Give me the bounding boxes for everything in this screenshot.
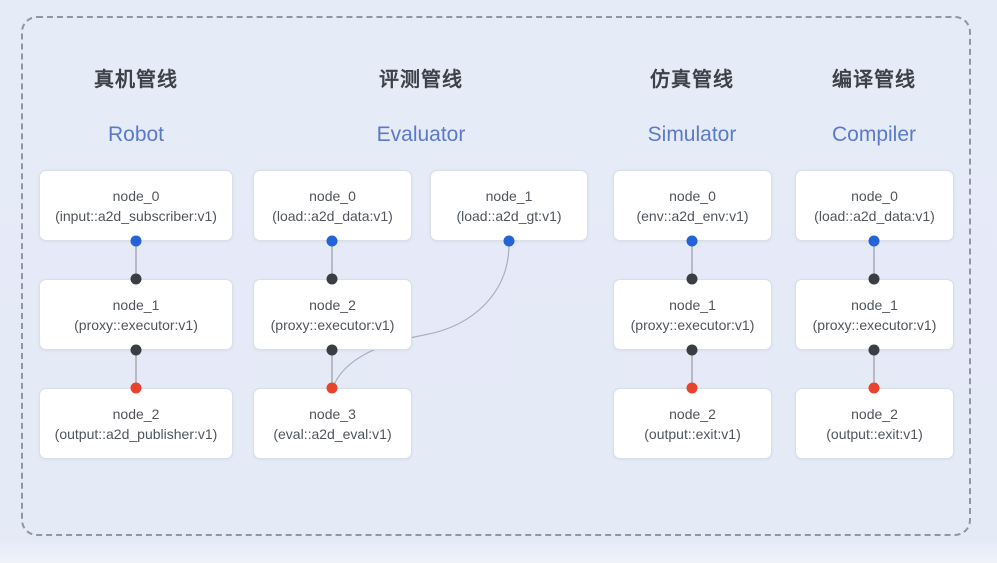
node-compiler-0: node_0 (load::a2d_data:v1)	[795, 170, 954, 241]
node-type: (eval::a2d_eval:v1)	[273, 425, 392, 442]
pipeline-title-zh-robot: 真机管线	[94, 69, 178, 91]
port-dot-blue	[326, 235, 338, 247]
pipeline-title-en-evaluator: Evaluator	[376, 123, 466, 146]
node-label: node_1	[851, 296, 898, 313]
node-label: node_0	[669, 187, 716, 204]
node-label: node_2	[309, 296, 356, 313]
node-robot-2: node_2 (output::a2d_publisher:v1)	[39, 388, 233, 459]
port-dot-red	[686, 382, 698, 394]
port-dot-blue	[868, 235, 880, 247]
node-simulator-2: node_2 (output::exit:v1)	[613, 388, 772, 459]
node-type: (env::a2d_env:v1)	[636, 207, 749, 224]
port-dot-dark	[686, 273, 698, 285]
node-evaluator-1: node_1 (load::a2d_gt:v1)	[430, 170, 588, 241]
node-compiler-2: node_2 (output::exit:v1)	[795, 388, 954, 459]
port-dot-dark	[326, 344, 338, 356]
port-dot-red	[130, 382, 142, 394]
pipeline-title-en-robot: Robot	[107, 123, 165, 146]
port-dot-dark	[686, 344, 698, 356]
node-label: node_1	[485, 187, 533, 204]
node-label: node_2	[112, 405, 160, 422]
port-dot-dark	[130, 344, 142, 356]
node-type: (proxy::executor:v1)	[630, 316, 755, 333]
node-type: (output::exit:v1)	[826, 425, 923, 442]
node-label: node_1	[112, 296, 160, 313]
node-type: (load::a2d_data:v1)	[272, 207, 393, 224]
pipeline-title-zh-evaluator: 评测管线	[379, 69, 463, 91]
port-dot-dark	[868, 344, 880, 356]
port-dot-dark	[868, 273, 880, 285]
node-simulator-0: node_0 (env::a2d_env:v1)	[613, 170, 772, 241]
node-type: (proxy::executor:v1)	[270, 316, 395, 333]
pipeline-title-en-simulator: Simulator	[647, 123, 737, 146]
node-robot-1: node_1 (proxy::executor:v1)	[39, 279, 233, 350]
port-dot-dark	[326, 273, 338, 285]
dashed-frame	[21, 16, 971, 536]
node-type: (load::a2d_gt:v1)	[456, 207, 562, 224]
node-label: node_0	[851, 187, 898, 204]
node-evaluator-3: node_3 (eval::a2d_eval:v1)	[253, 388, 412, 459]
node-label: node_0	[309, 187, 356, 204]
port-dot-red	[868, 382, 880, 394]
node-label: node_2	[669, 405, 716, 422]
node-label: node_1	[669, 296, 716, 313]
node-type: (output::exit:v1)	[644, 425, 741, 442]
node-type: (load::a2d_data:v1)	[814, 207, 935, 224]
node-evaluator-2: node_2 (proxy::executor:v1)	[253, 279, 412, 350]
port-dot-blue	[686, 235, 698, 247]
node-type: (output::a2d_publisher:v1)	[54, 425, 218, 442]
pipeline-title-zh-compiler: 编译管线	[832, 69, 916, 91]
node-label: node_3	[309, 405, 356, 422]
port-dot-blue	[503, 235, 515, 247]
node-label: node_0	[112, 187, 160, 204]
node-type: (input::a2d_subscriber:v1)	[55, 207, 217, 224]
pipeline-title-zh-simulator: 仿真管线	[650, 69, 734, 91]
port-dot-red	[326, 382, 338, 394]
node-evaluator-0: node_0 (load::a2d_data:v1)	[253, 170, 412, 241]
node-robot-0: node_0 (input::a2d_subscriber:v1)	[39, 170, 233, 241]
port-dot-dark	[130, 273, 142, 285]
node-type: (proxy::executor:v1)	[812, 316, 937, 333]
node-simulator-1: node_1 (proxy::executor:v1)	[613, 279, 772, 350]
pipeline-title-en-compiler: Compiler	[831, 123, 917, 146]
node-label: node_2	[851, 405, 898, 422]
port-dot-blue	[130, 235, 142, 247]
node-type: (proxy::executor:v1)	[74, 316, 198, 333]
node-compiler-1: node_1 (proxy::executor:v1)	[795, 279, 954, 350]
